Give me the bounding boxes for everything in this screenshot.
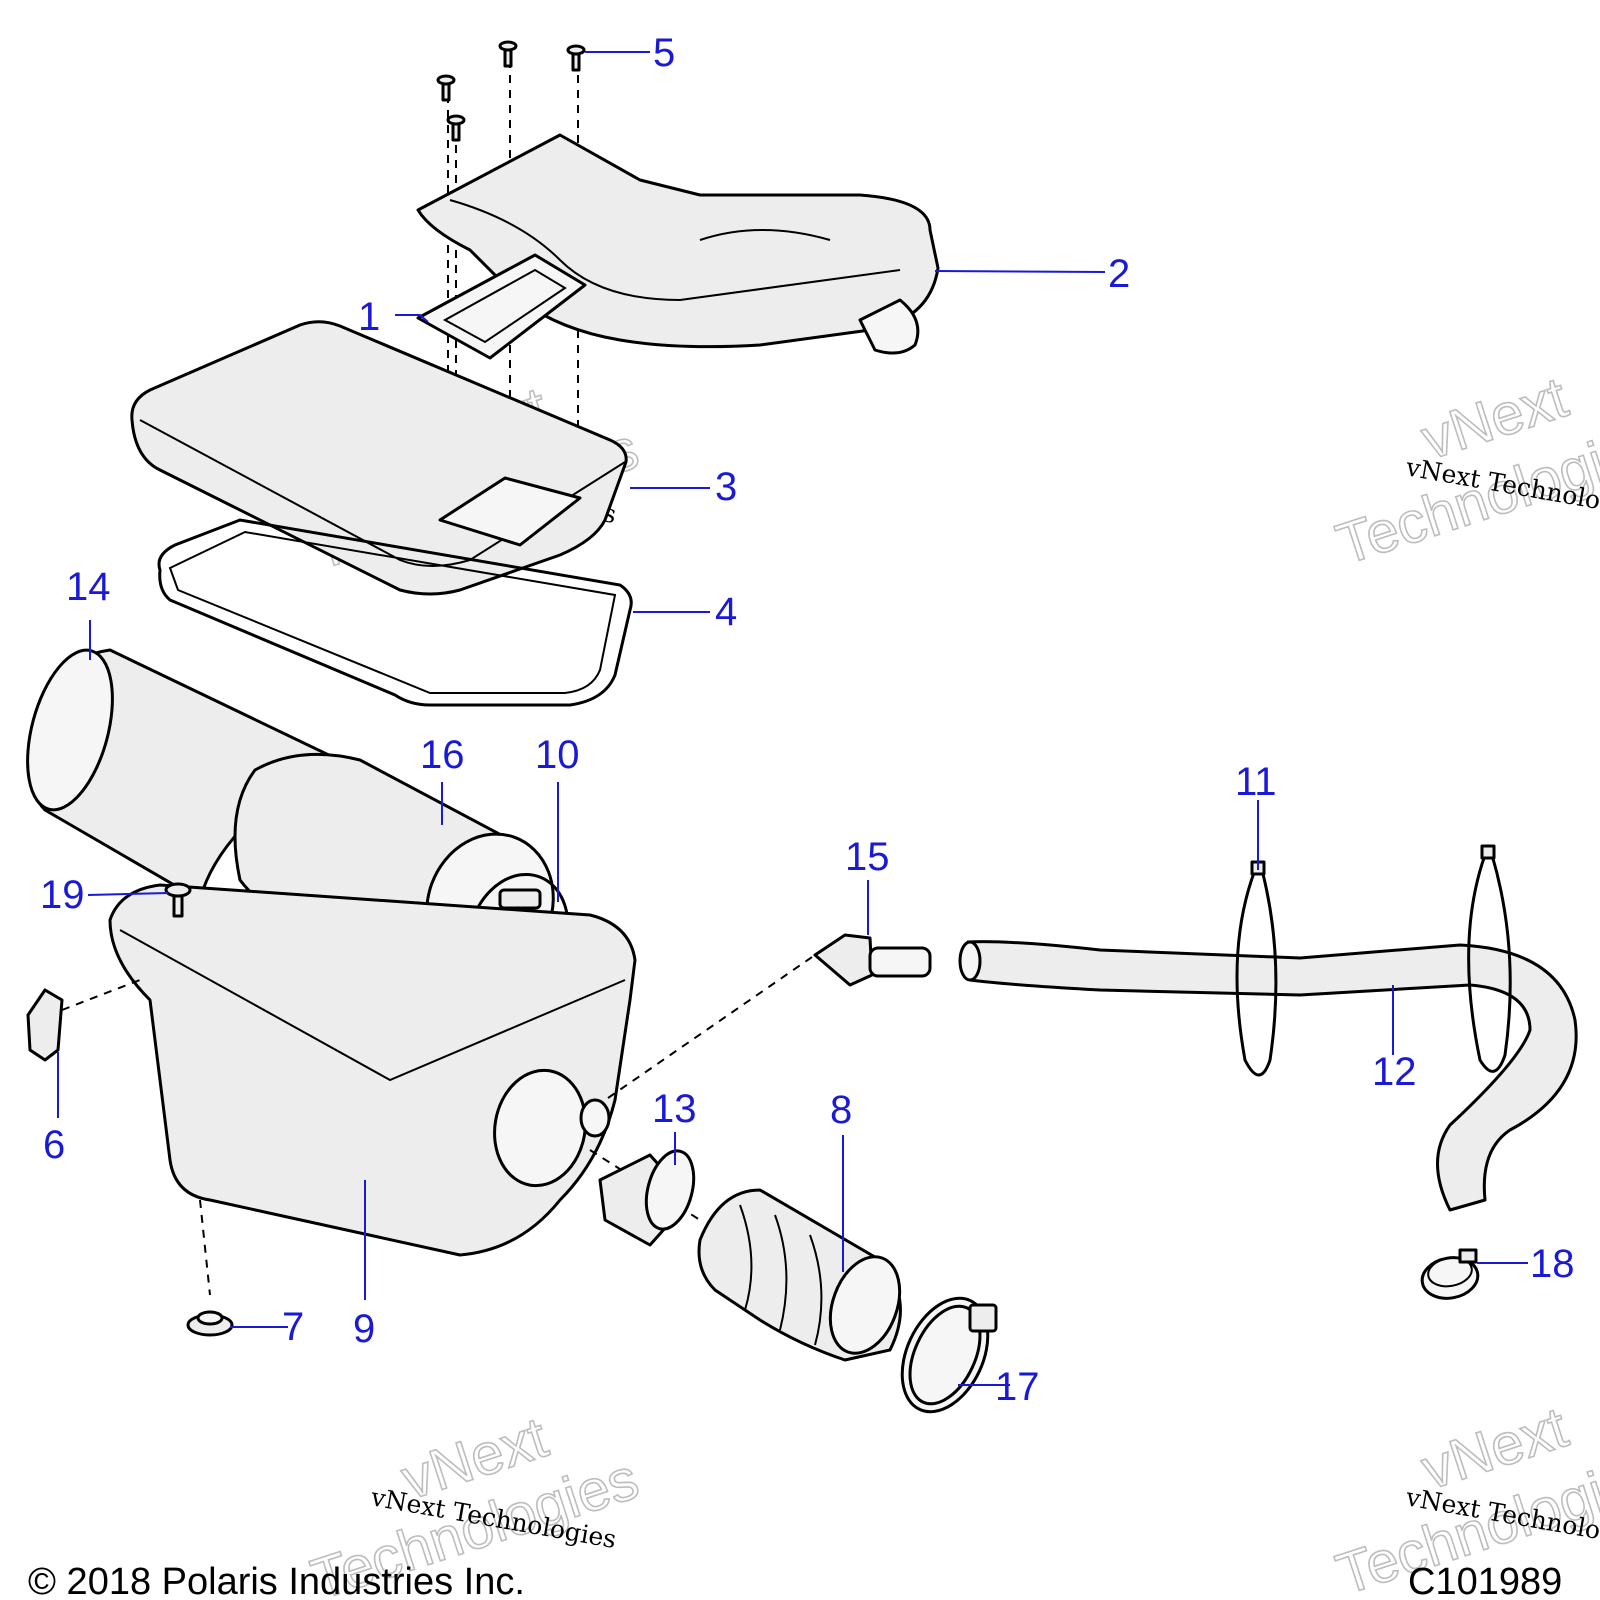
callout-4: 4 [715, 590, 737, 634]
leader-lines [57, 51, 1528, 1386]
leader-2 [934, 270, 1106, 273]
breather-hose-part-12 [958, 940, 1578, 1212]
callout-12: 12 [1372, 1050, 1417, 1094]
grommet-part-7 [186, 1199, 234, 1337]
callout-10: 10 [535, 733, 580, 777]
filter-clamp-part-10 [498, 888, 542, 910]
callout-14: 14 [66, 565, 111, 609]
airbox-cover-part-3 [130, 320, 628, 596]
leader-19 [87, 892, 169, 896]
callout-13: 13 [652, 1087, 697, 1131]
copyright-notice: © 2018 Polaris Industries Inc. [28, 1561, 525, 1600]
callout-labels: 1 2 3 4 5 6 7 8 9 10 11 12 13 14 15 16 1… [40, 31, 1575, 1409]
callout-8: 8 [830, 1088, 852, 1132]
watermark-top-right: vNext Technologies vNext Technologies [1328, 364, 1600, 578]
callout-11: 11 [1235, 760, 1277, 804]
callout-18: 18 [1530, 1242, 1575, 1286]
clip-part-6 [26, 977, 146, 1062]
intake-boot-part-8 [697, 1188, 902, 1362]
leader-1 [395, 314, 429, 323]
cable-ties-part-11 [1235, 844, 1512, 1077]
callout-9: 9 [353, 1307, 375, 1351]
gasket-part-1 [416, 253, 587, 360]
hose-clamp-part-17 [900, 1296, 998, 1414]
callout-16: 16 [420, 733, 465, 777]
callout-19: 19 [40, 873, 85, 917]
callout-1: 1 [358, 295, 380, 339]
small-clamp-part-18 [1420, 1248, 1480, 1300]
screw-icon [498, 40, 518, 68]
callout-5: 5 [653, 31, 675, 75]
drain-valve-part-15 [607, 933, 932, 1099]
seal-part-4 [157, 518, 633, 707]
screw-icon [566, 44, 586, 72]
callout-3: 3 [715, 465, 737, 509]
prefilter-part-14 [26, 648, 362, 902]
callout-17: 17 [995, 1365, 1040, 1409]
screw-part-19 [164, 882, 192, 918]
callout-6: 6 [43, 1123, 65, 1167]
callout-15: 15 [845, 835, 890, 879]
screw-icon [436, 74, 456, 102]
coupler-part-13 [589, 1149, 701, 1247]
callout-7: 7 [282, 1305, 304, 1349]
screw-icon [446, 114, 466, 142]
callout-2: 2 [1108, 252, 1130, 296]
airbox-base-part-9 [108, 883, 637, 1257]
figure-id: C101989 [1408, 1561, 1562, 1600]
